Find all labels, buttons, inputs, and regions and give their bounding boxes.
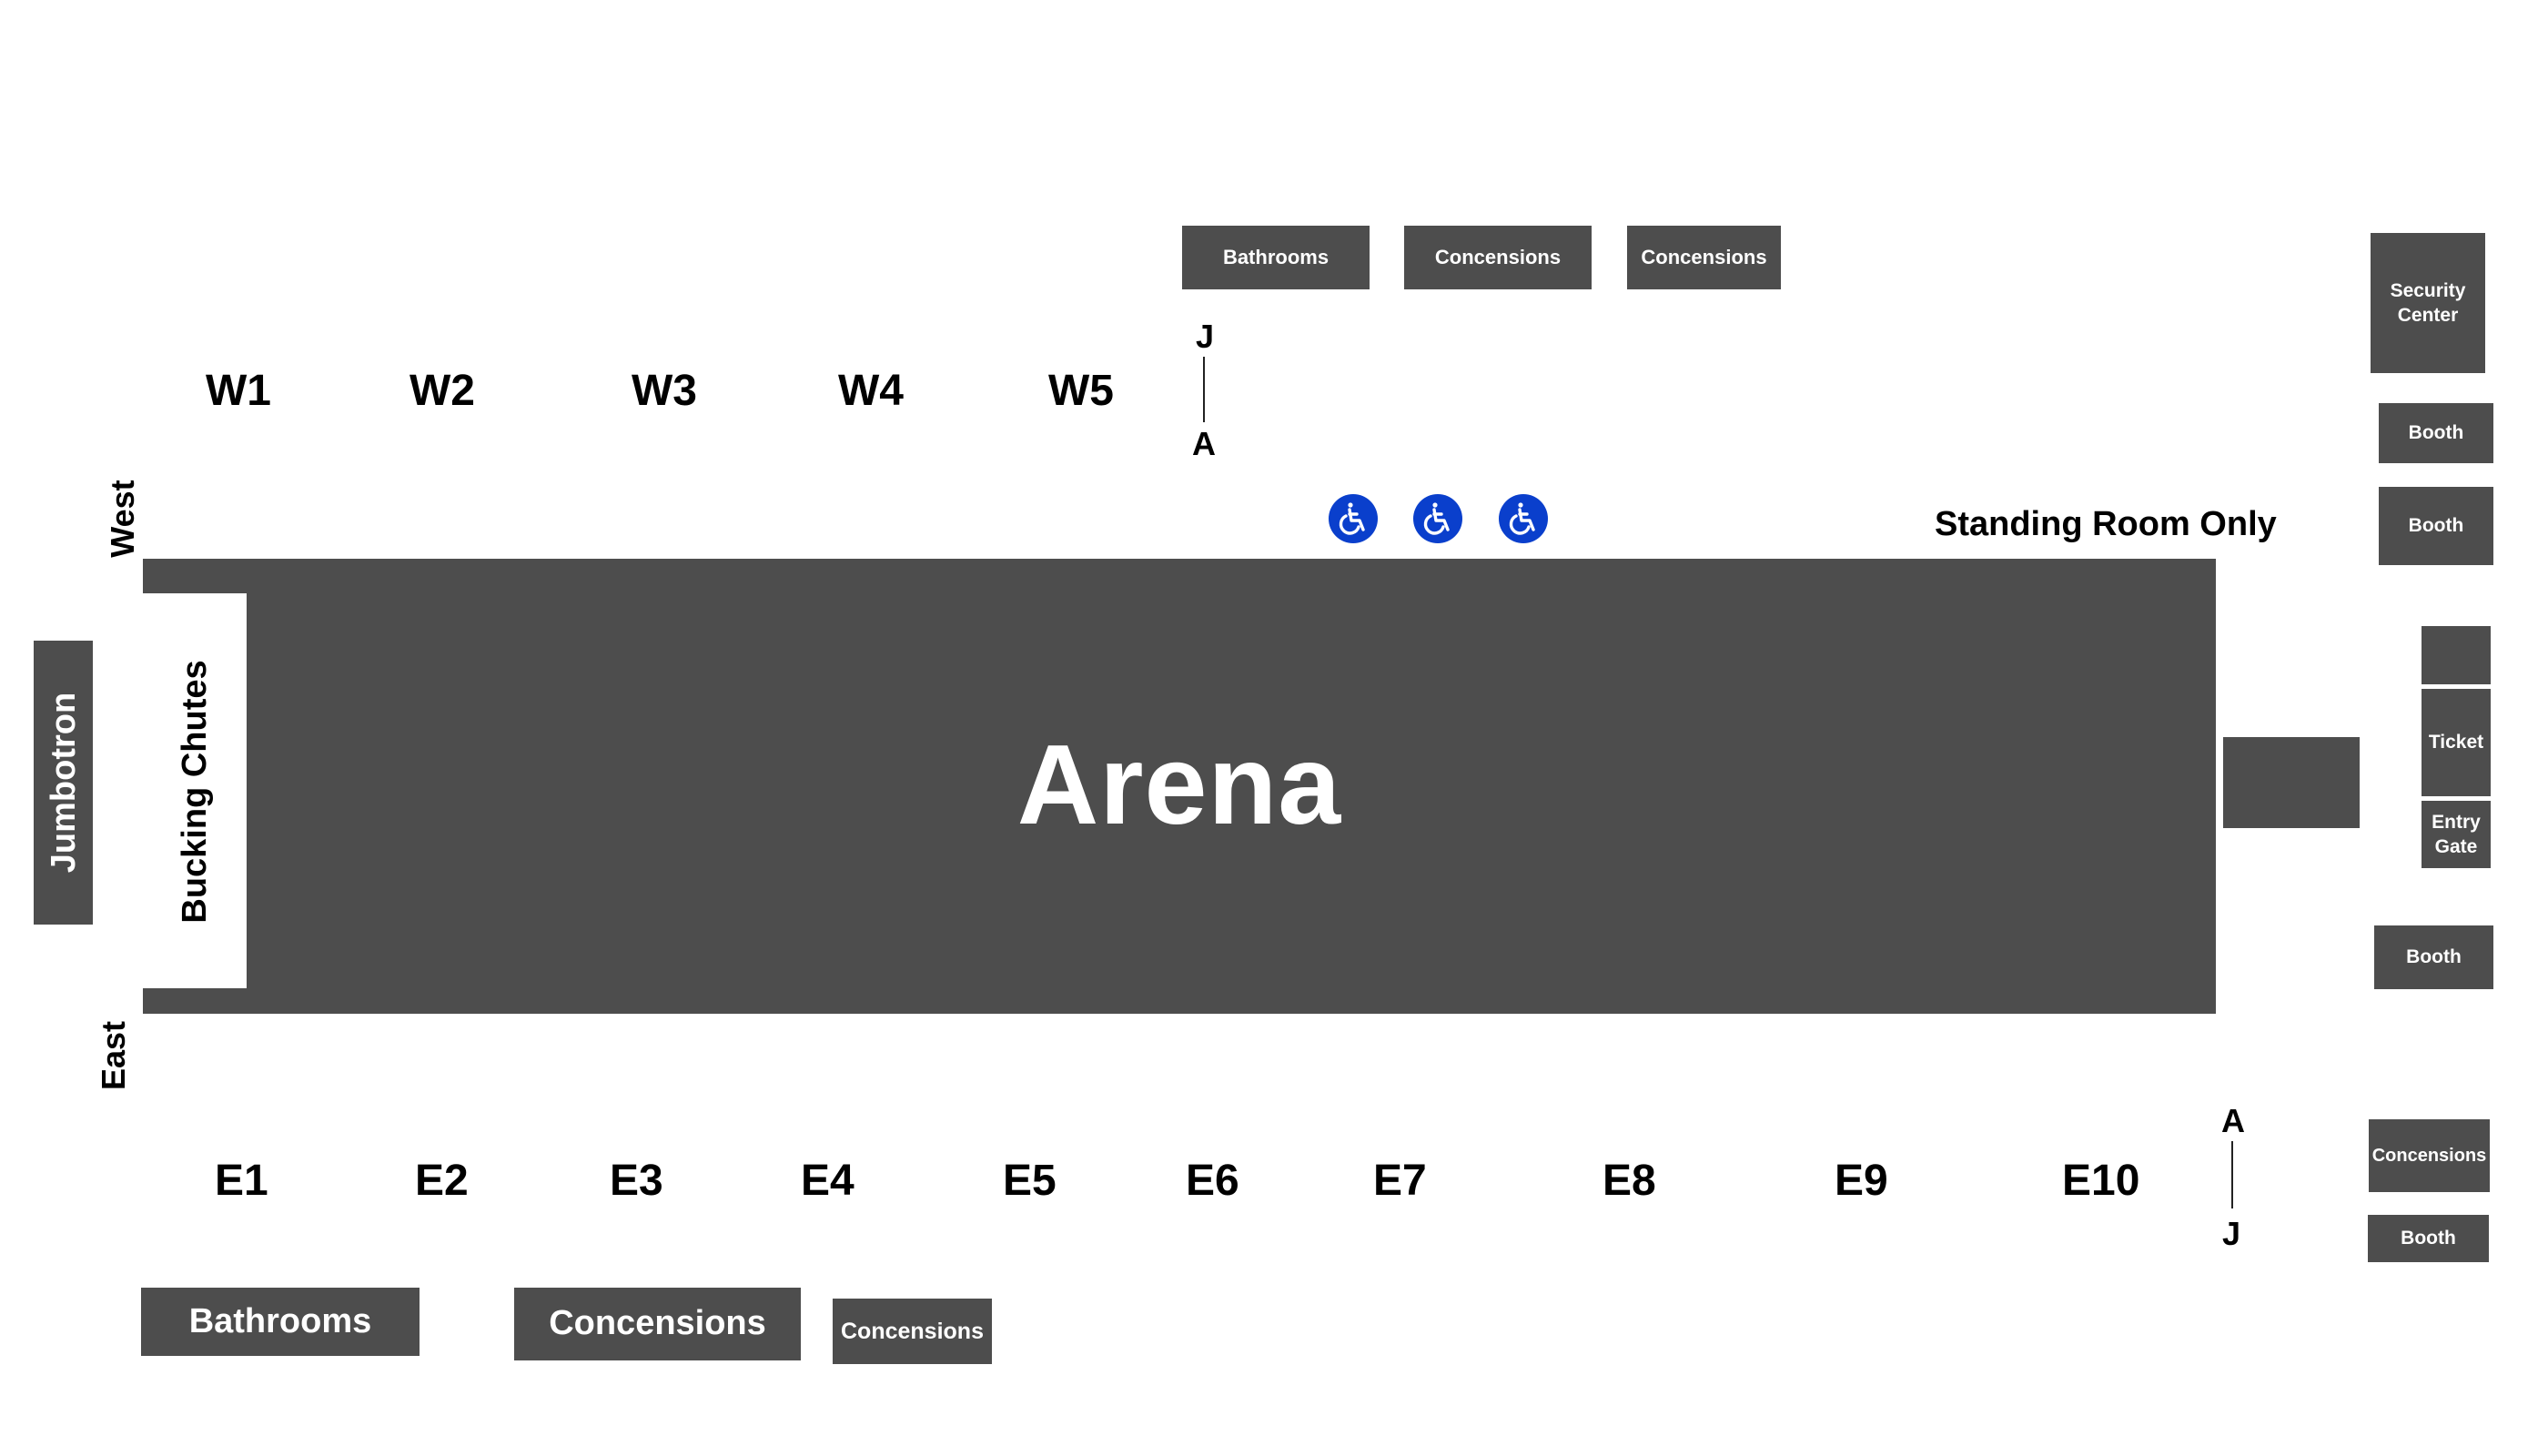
booth-4[interactable]: Booth: [2368, 1215, 2489, 1262]
entry-small-block[interactable]: [2422, 626, 2491, 684]
section-w2[interactable]: W2: [410, 367, 475, 415]
section-e10[interactable]: E10: [2062, 1157, 2140, 1205]
bucking-chutes-label: Bucking Chutes: [175, 660, 214, 924]
arena-label: Arena: [1016, 723, 1342, 849]
row-marker-line-bottom: [2231, 1141, 2233, 1208]
section-e3[interactable]: E3: [610, 1157, 663, 1205]
concessions-top-1[interactable]: Concensions: [1404, 226, 1592, 289]
standing-room-label: Standing Room Only: [1935, 505, 2277, 543]
section-e8[interactable]: E8: [1603, 1157, 1656, 1205]
concessions-right[interactable]: Concensions: [2369, 1119, 2490, 1192]
section-e5[interactable]: E5: [1003, 1157, 1057, 1205]
jumbotron[interactable]: [34, 641, 93, 925]
west-label: West: [104, 480, 141, 558]
row-marker-a-top: A: [1192, 425, 1216, 462]
booth-1[interactable]: Booth: [2379, 403, 2493, 463]
bucking-chutes[interactable]: [143, 593, 247, 988]
concessions-bottom-2[interactable]: Concensions: [833, 1299, 992, 1364]
section-w4[interactable]: W4: [838, 367, 904, 415]
section-e7[interactable]: E7: [1373, 1157, 1427, 1205]
concessions-bottom-1[interactable]: Concensions: [514, 1288, 801, 1360]
bathrooms-top[interactable]: Bathrooms: [1182, 226, 1370, 289]
wheelchair-icon: [1413, 494, 1462, 543]
section-e4[interactable]: E4: [801, 1157, 854, 1205]
section-e2[interactable]: E2: [415, 1157, 469, 1205]
section-w5[interactable]: W5: [1048, 367, 1114, 415]
section-w3[interactable]: W3: [632, 367, 697, 415]
security-center[interactable]: Security Center: [2371, 233, 2485, 373]
row-marker-j-top: J: [1196, 318, 1215, 355]
wheelchair-icon: [1499, 494, 1548, 543]
section-e1[interactable]: E1: [215, 1157, 268, 1205]
row-marker-line-top: [1203, 357, 1205, 422]
jumbotron-label: Jumbotron: [44, 692, 83, 874]
section-e6[interactable]: E6: [1186, 1157, 1239, 1205]
east-label: East: [95, 1020, 132, 1091]
wheelchair-icon: [1329, 494, 1378, 543]
entry-gate[interactable]: Entry Gate: [2422, 801, 2491, 868]
ticket-booth[interactable]: Ticket: [2422, 689, 2491, 796]
concessions-top-2[interactable]: Concensions: [1627, 226, 1781, 289]
section-e9[interactable]: E9: [1835, 1157, 1888, 1205]
row-marker-j-bottom: J: [2222, 1215, 2241, 1252]
section-w1[interactable]: W1: [206, 367, 271, 415]
booth-2[interactable]: Booth: [2379, 487, 2493, 565]
row-marker-a-bottom: A: [2221, 1102, 2245, 1139]
booth-3[interactable]: Booth: [2374, 925, 2493, 989]
arena[interactable]: Arena: [143, 559, 2216, 1014]
bathrooms-bottom[interactable]: Bathrooms: [141, 1288, 420, 1356]
arena-side-block[interactable]: [2223, 737, 2360, 828]
